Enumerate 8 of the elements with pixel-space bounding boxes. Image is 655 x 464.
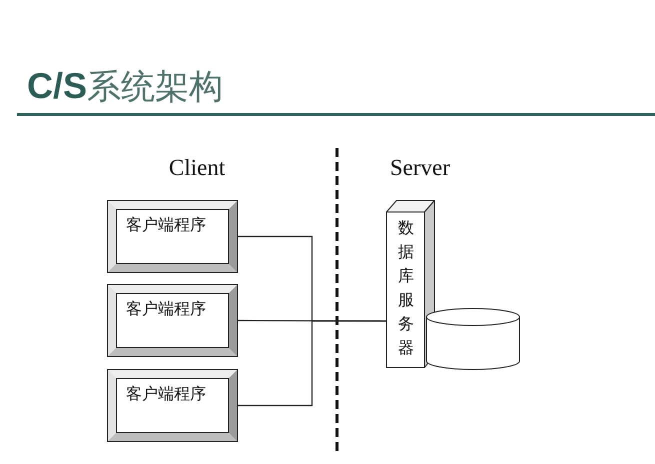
program-box: 客户端程序 bbox=[107, 200, 238, 273]
program-box: 客户端程序 bbox=[107, 369, 238, 442]
connector-line bbox=[238, 320, 386, 406]
database-cylinder bbox=[426, 308, 520, 370]
program-box: 客户端程序 bbox=[107, 284, 238, 357]
section-label: Client bbox=[168, 155, 226, 181]
section-label: Server bbox=[390, 155, 450, 181]
slide-title: C/S系统架构 bbox=[27, 64, 224, 109]
